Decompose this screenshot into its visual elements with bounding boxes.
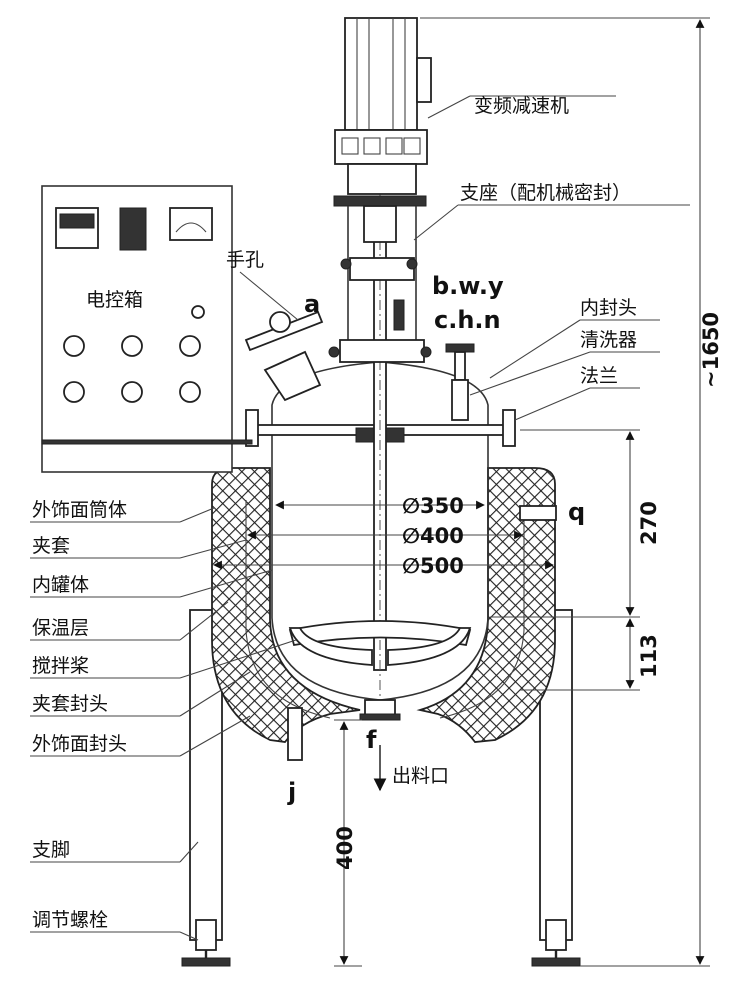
label-cleaner: 清洗器 — [580, 329, 637, 351]
label-jacket-head: 夹套封头 — [32, 693, 108, 715]
dia-symbol-500: ∅ — [402, 554, 420, 578]
label-jacket: 夹套 — [32, 535, 70, 557]
dim-1650: ~1650 — [699, 312, 723, 388]
label-handhole: 手孔 — [226, 249, 264, 271]
label-insulation: 保温层 — [32, 617, 89, 639]
svg-text:∅500: ∅500 — [402, 554, 464, 578]
label-flange: 法兰 — [580, 365, 618, 387]
port-q: q — [568, 498, 585, 526]
dia-symbol-400: ∅ — [402, 524, 420, 548]
port-f: f — [366, 726, 377, 754]
port-j: j — [287, 778, 296, 806]
control-box — [41, 185, 253, 473]
svg-text:∅350: ∅350 — [402, 494, 464, 518]
label-inner-head: 内封头 — [580, 297, 637, 319]
dim-400: 400 — [420, 524, 464, 548]
handhole — [244, 310, 324, 402]
label-outer-head: 外饰面封头 — [32, 733, 127, 755]
label-outlet: 出料口 — [392, 765, 449, 787]
reducer — [334, 129, 428, 165]
paddle-bar — [288, 620, 472, 647]
dia-symbol-350: ∅ — [402, 494, 420, 518]
port-bwy: b.w.y — [432, 272, 504, 300]
label-bolt: 调节螺栓 — [32, 909, 108, 931]
label-motor: 变频减速机 — [474, 95, 569, 117]
label-leg: 支脚 — [32, 839, 70, 861]
cleaner — [445, 343, 475, 421]
label-support: 支座（配机械密封） — [460, 182, 631, 204]
dim-400-height: 400 — [333, 826, 357, 870]
dim-113: 113 — [637, 634, 661, 678]
motor-body — [344, 17, 418, 131]
port-chn: c.h.n — [434, 306, 501, 334]
support-plate — [333, 195, 427, 207]
label-control-box: 电控箱 — [86, 289, 143, 311]
leader-lines — [30, 95, 690, 941]
svg-text:∅400: ∅400 — [402, 524, 464, 548]
dim-350: 350 — [420, 494, 464, 518]
port-a: a — [304, 290, 320, 318]
dimension-lines — [213, 17, 710, 967]
dim-270: 270 — [637, 501, 661, 545]
label-agitator: 搅拌桨 — [32, 655, 89, 677]
dim-500: 500 — [420, 554, 464, 578]
bolt-left — [195, 919, 217, 951]
outlet — [287, 699, 401, 792]
agitator — [288, 20, 472, 700]
bolt-right — [545, 919, 567, 951]
foot-left — [181, 957, 231, 967]
foot-right — [531, 957, 581, 967]
labels: 变频减速机 支座（配机械密封） 手孔 电控箱 内封头 清洗器 法兰 外饰面筒体 … — [32, 95, 723, 931]
jacket-drain — [287, 707, 303, 761]
label-outer-shell: 外饰面筒体 — [32, 499, 127, 521]
motor-assembly — [328, 17, 432, 363]
label-inner-tank: 内罐体 — [32, 574, 89, 596]
